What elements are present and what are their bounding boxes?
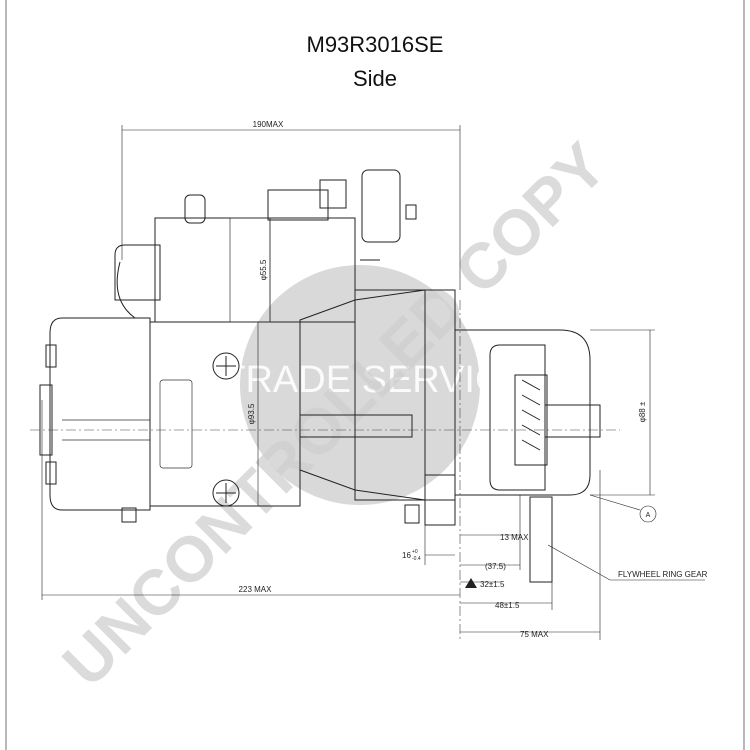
rear-nut-lower [45,461,57,485]
rear-boss [39,384,53,456]
label-16-tol-upper: +0 [412,549,418,555]
yoke-label-plate [159,379,193,469]
terminal-connector [267,189,329,221]
drive-shaft-cover [299,414,413,438]
label-75: 75 MAX [520,630,549,639]
nose-housing [454,329,591,496]
watermark-badge-text: TRADE SERVICE [222,359,527,401]
solenoid-cap [361,169,401,243]
datum-leader [589,494,641,511]
terminal-stud-b [319,179,347,209]
watermark-text: UNCONTROLLED COPY [49,129,620,700]
datum-label: A [646,512,651,519]
yoke-screw-upper [212,352,240,380]
label-16: 16 [402,551,411,560]
terminal-cable [116,261,136,319]
vent-plug [405,204,417,220]
drain-plug [121,507,137,523]
datum-circle [639,505,657,523]
label-55: φ55.5 [259,259,268,280]
label-16-tol-lower: -0.4 [412,556,421,562]
solenoid-terminal-block [114,244,161,301]
watermark: TRADE SERVICE UNCONTROLLED COPY [49,129,620,700]
rear-nut-upper [45,344,57,368]
drawing-title: M93R3016SE [306,32,444,57]
starter-motor-outline [39,169,601,583]
flywheel-ring-gear [529,496,553,583]
label-190: 190MAX [253,120,284,129]
label-37: (37.5) [485,562,506,571]
flange-bolt [404,504,420,524]
dimension-labels: 190MAX 223 MAX φ55.5 φ93.5 φ88 ± 13 MAX … [239,120,708,639]
pinion-guard [489,344,546,491]
pinion-gear [514,374,548,466]
mounting-flange [424,474,456,526]
label-88: φ88 ± [638,401,647,422]
pinion-teeth [521,379,541,451]
dimensions [41,125,705,640]
rear-end-cap [49,317,151,511]
label-223: 223 MAX [239,585,273,594]
label-93: φ93.5 [247,403,256,424]
label-32: 32±1.5 [480,580,505,589]
view-label: Side [352,66,398,91]
drive-housing-section [354,289,426,501]
label-48: 48±1.5 [495,601,520,610]
pinion-shaft [544,404,601,438]
flywheel-label: FLYWHEEL RING GEAR [618,570,708,579]
terminal-stud-a [184,194,206,224]
flywheel-leader [547,544,705,581]
datum-triangle [465,578,477,588]
yoke-screw-lower [212,479,240,507]
label-13: 13 MAX [500,533,529,542]
